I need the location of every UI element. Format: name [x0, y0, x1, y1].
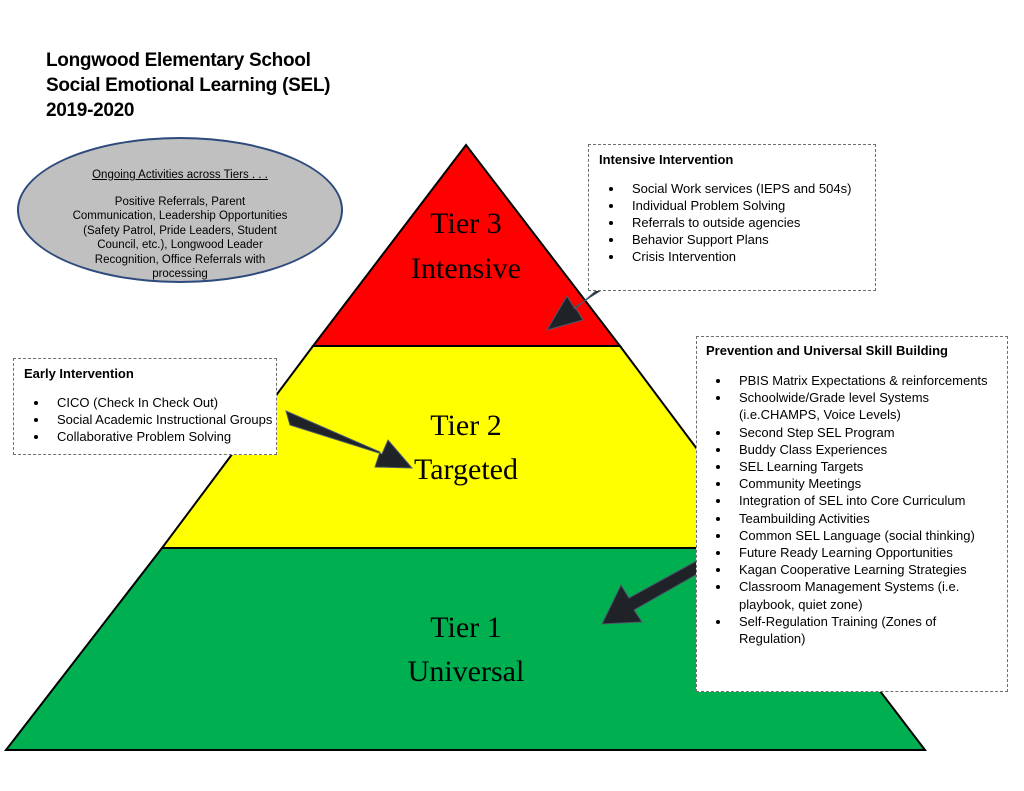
ongoing-heading: Ongoing Activities across Tiers . . . — [92, 169, 268, 181]
list-item: PBIS Matrix Expectations & reinforcement… — [706, 372, 1003, 389]
school-year: 2019-2020 — [46, 100, 135, 121]
list-item: Teambuilding Activities — [706, 510, 1003, 527]
list-item: Referrals to outside agencies — [599, 214, 875, 231]
list-item: Self-Regulation Training (Zones of Regul… — [706, 613, 1003, 647]
list-item: Common SEL Language (social thinking) — [706, 527, 1003, 544]
list-item: SEL Learning Targets — [706, 458, 1003, 475]
list-item: Schoolwide/Grade level Systems (i.e.CHAM… — [706, 389, 1003, 423]
tier1-name: Tier 1 — [430, 611, 501, 644]
page-title: Longwood Elementary School Social Emotio… — [46, 48, 406, 123]
early-intervention-box: Early Intervention CICO (Check In Check … — [13, 358, 277, 455]
tier3-label: Intensive — [411, 252, 521, 285]
program-name: Social Emotional Learning (SEL) — [46, 75, 331, 96]
intensive-intervention-box: Intensive Intervention Social Work servi… — [588, 144, 876, 291]
list-item: Buddy Class Experiences — [706, 441, 1003, 458]
arrow-to-tier2 — [285, 410, 414, 469]
list-item: Second Step SEL Program — [706, 424, 1003, 441]
list-item: Future Ready Learning Opportunities — [706, 544, 1003, 561]
list-item: Crisis Intervention — [599, 248, 875, 265]
list-item: CICO (Check In Check Out) — [24, 394, 276, 411]
prevention-box: Prevention and Universal Skill Building … — [696, 336, 1008, 692]
tier3-name: Tier 3 — [430, 207, 501, 240]
tier1-label: Universal — [408, 655, 525, 688]
list-item: Integration of SEL into Core Curriculum — [706, 492, 1003, 509]
ongoing-activities-oval: Ongoing Activities across Tiers . . . Po… — [17, 137, 343, 283]
early-title: Early Intervention — [24, 366, 134, 381]
ongoing-body: Positive Referrals, Parent Communication… — [72, 195, 288, 281]
school-name: Longwood Elementary School — [46, 50, 311, 71]
list-item: Community Meetings — [706, 475, 1003, 492]
prevention-title: Prevention and Universal Skill Building — [706, 343, 948, 358]
tier2-name: Tier 2 — [430, 409, 501, 442]
list-item: Social Academic Instructional Groups — [24, 411, 276, 428]
arrow-to-tier1 — [601, 558, 707, 625]
list-item: Collaborative Problem Solving — [24, 428, 276, 445]
list-item: Kagan Cooperative Learning Strategies — [706, 561, 1003, 578]
list-item: Classroom Management Systems (i.e. playb… — [706, 578, 1003, 612]
list-item: Behavior Support Plans — [599, 231, 875, 248]
tier3-band — [310, 143, 623, 347]
intensive-title: Intensive Intervention — [599, 152, 734, 167]
tier2-label: Targeted — [414, 453, 518, 486]
list-item: Social Work services (IEPS and 504s) — [599, 180, 875, 197]
list-item: Individual Problem Solving — [599, 197, 875, 214]
